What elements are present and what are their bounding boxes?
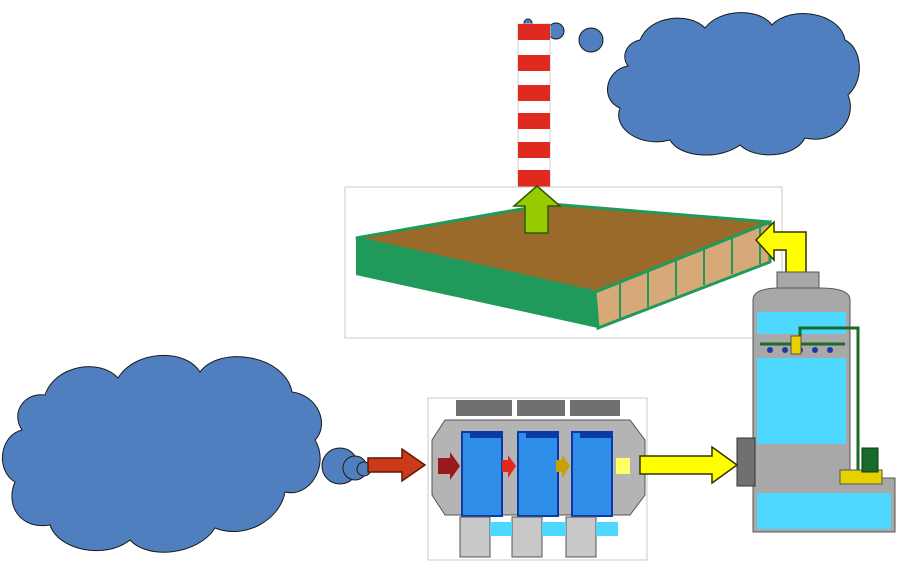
bed-top-surface: [355, 202, 771, 294]
stack-body: [517, 23, 551, 191]
filter-drain: [565, 516, 597, 558]
spray-valve: [790, 335, 802, 355]
stack-stripe: [518, 113, 550, 129]
pump-base: [839, 469, 883, 485]
arrow-return-yellow: [754, 220, 807, 286]
filter-flow-arrow-red: [502, 455, 516, 478]
exhaust-cloud-shape: [607, 12, 860, 156]
stack-stripe: [518, 85, 550, 101]
filter-cell-3: [571, 431, 613, 517]
stack-stripe: [518, 55, 550, 71]
exhaust-cloud: [523, 12, 860, 156]
arrow-up-green: [511, 185, 563, 234]
smokestack: [517, 23, 551, 191]
stack-stripe: [518, 24, 550, 40]
polluted-air-cloud: [1, 354, 372, 553]
filter-top-plate: [570, 400, 620, 416]
filter-outlet-yellow: [616, 458, 630, 474]
filter-cell-2: [517, 431, 559, 517]
stack-stripe: [518, 170, 550, 188]
recirculation-pipe: [798, 326, 860, 472]
exhaust-puff-large: [578, 27, 604, 53]
filter-unit: [427, 397, 648, 561]
tower-water-main: [757, 358, 846, 444]
bed-support-ribs: [619, 227, 761, 318]
tower-inlet: [736, 437, 756, 487]
biofilter-bed: [344, 186, 783, 339]
arrow-right-yellow: [639, 445, 739, 485]
filter-flow-arrow-orange: [556, 455, 570, 478]
source-cloud-shape: [1, 354, 322, 553]
stack-stripe: [518, 142, 550, 158]
arrow-right-red: [367, 447, 427, 483]
filter-top-plate: [517, 400, 565, 416]
filter-cell-1: [461, 431, 503, 517]
filter-flow-arrow-red: [438, 452, 460, 480]
tower-basin-water: [757, 493, 891, 529]
pump-motor: [861, 447, 879, 473]
scrubber-tower: [736, 271, 896, 533]
filter-drain: [511, 516, 543, 558]
filter-top-plate: [456, 400, 512, 416]
filter-drain: [459, 516, 491, 558]
bed-front-face: [356, 238, 598, 328]
